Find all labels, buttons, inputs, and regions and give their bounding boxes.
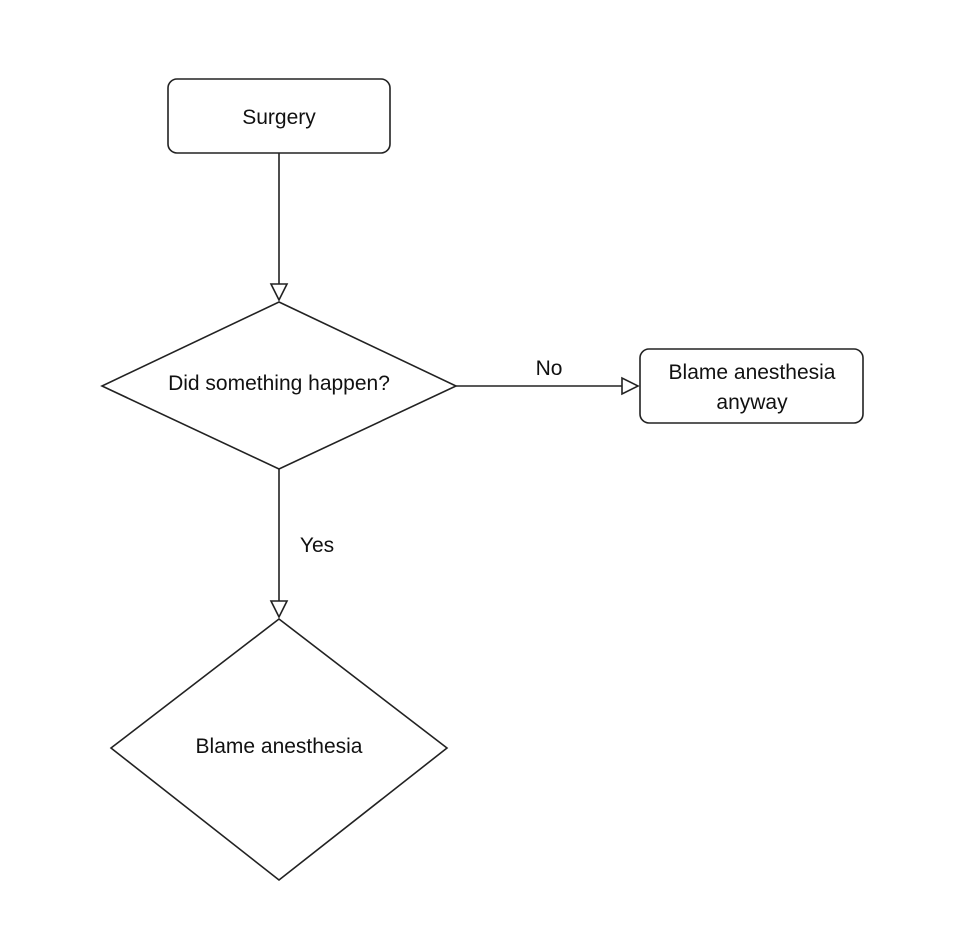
arrowhead-right-icon [621,376,640,396]
arrowhead-down-icon [269,600,289,619]
node-surgery-label: Surgery [242,106,316,129]
node-blame-anyway-label-line1: Blame anesthesia [669,361,836,384]
decision-diamond [109,617,449,882]
node-blame-label: Blame anesthesia [196,735,363,758]
decision-diamond [100,301,458,470]
node-surgery[interactable]: Surgery [167,78,391,154]
process-box [639,348,864,424]
edge-label-yes: Yes [300,534,334,557]
edge-decision-to-blame: Yes [269,469,334,619]
node-decision-label: Did something happen? [168,372,390,395]
arrowhead-down-icon [269,283,289,302]
edge-decision-to-blame-anyway: No [456,357,640,396]
node-blame-anyway-label-line2: anyway [716,391,788,414]
edge-label-no: No [536,357,563,380]
edge-surgery-to-decision [269,153,289,302]
process-box [167,78,391,154]
node-blame[interactable]: Blame anesthesia [109,617,449,882]
node-blame-anyway[interactable]: Blame anesthesia anyway [639,348,864,424]
node-decision[interactable]: Did something happen? [100,301,458,470]
